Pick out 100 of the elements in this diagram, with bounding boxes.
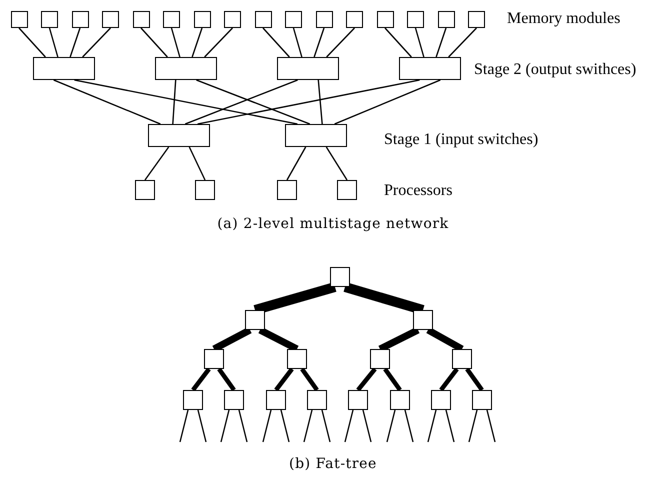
switch-box	[390, 390, 410, 410]
switch-box	[348, 390, 368, 410]
memory-module-box	[224, 11, 241, 28]
link-line	[172, 80, 176, 124]
link-line	[238, 410, 248, 442]
thick-link	[356, 368, 377, 392]
link-line	[196, 79, 310, 125]
link-line	[82, 28, 111, 58]
link-line	[70, 28, 81, 58]
link-line	[334, 79, 441, 125]
switch-box	[452, 349, 472, 369]
caption: (b) Fat-tree	[289, 456, 377, 472]
link-line	[468, 410, 478, 442]
memory-module-box	[163, 11, 180, 28]
link-line	[192, 28, 203, 58]
switch-box	[307, 390, 327, 410]
switch-box	[431, 390, 451, 410]
thick-link	[439, 368, 459, 392]
link-line	[292, 28, 302, 58]
thick-link	[274, 368, 294, 392]
processor-box	[337, 180, 357, 200]
link-line	[448, 28, 477, 58]
link-line	[197, 79, 420, 125]
switch-box	[224, 390, 244, 410]
link-line	[314, 28, 325, 58]
memory-module-box	[102, 11, 119, 28]
memory-module-box	[407, 11, 424, 28]
link-line	[404, 410, 414, 442]
link-line	[303, 410, 313, 442]
link-line	[427, 410, 437, 442]
switch-box	[472, 390, 492, 410]
switch-box	[33, 57, 95, 80]
switch-box	[148, 124, 210, 147]
switch-box	[155, 57, 217, 80]
link-line	[197, 410, 207, 442]
thick-link	[300, 368, 319, 392]
link-line	[140, 28, 168, 58]
switch-box	[285, 124, 347, 147]
link-line	[144, 146, 170, 180]
link-line	[386, 410, 396, 442]
processor-box	[277, 180, 297, 200]
memory-module-box	[285, 11, 302, 28]
label: Stage 1 (input switches)	[384, 131, 538, 149]
memory-module-box	[41, 11, 58, 28]
link-line	[204, 28, 233, 58]
switch-box	[245, 310, 265, 330]
link-line	[486, 410, 496, 442]
link-line	[53, 79, 161, 125]
memory-module-box	[194, 11, 210, 28]
switch-box	[266, 390, 286, 410]
link-line	[220, 410, 230, 442]
link-line	[326, 28, 355, 58]
link-line	[262, 28, 290, 58]
processor-box	[135, 180, 155, 200]
memory-module-box	[376, 11, 394, 28]
thick-link	[465, 368, 484, 392]
label: Processors	[384, 182, 452, 200]
link-line	[188, 146, 206, 180]
link-line	[318, 80, 323, 124]
link-line	[262, 410, 272, 442]
switch-box	[287, 349, 307, 369]
thick-link	[344, 282, 424, 315]
link-line	[170, 28, 180, 58]
link-line	[74, 79, 298, 125]
link-line	[280, 410, 290, 442]
switch-box	[413, 310, 433, 330]
memory-module-box	[438, 11, 454, 28]
thick-link	[383, 368, 402, 392]
memory-module-box	[10, 11, 28, 28]
link-line	[184, 79, 298, 125]
link-line	[384, 28, 412, 58]
caption: (a) 2-level multistage network	[217, 216, 449, 232]
link-line	[18, 28, 46, 58]
switch-box	[330, 267, 350, 287]
switch-box	[183, 390, 203, 410]
link-line	[179, 410, 189, 442]
switch-box	[399, 57, 461, 80]
processor-box	[195, 180, 215, 200]
memory-module-box	[346, 11, 363, 28]
thick-link	[217, 368, 236, 392]
switch-box	[204, 349, 224, 369]
link-line	[362, 410, 372, 442]
link-line	[445, 410, 455, 442]
switch-box	[370, 349, 390, 369]
link-line	[326, 146, 348, 180]
memory-module-box	[72, 11, 88, 28]
memory-module-box	[132, 11, 150, 28]
thick-link	[191, 368, 211, 392]
switch-box	[277, 57, 339, 80]
thick-link	[254, 282, 336, 315]
label: Memory modules	[507, 10, 620, 28]
label: Stage 2 (output swithces)	[474, 61, 636, 79]
link-line	[436, 28, 447, 58]
link-line	[321, 410, 331, 442]
memory-module-box	[316, 11, 332, 28]
memory-module-box	[468, 11, 485, 28]
link-line	[48, 28, 58, 58]
memory-module-box	[254, 11, 272, 28]
link-line	[414, 28, 424, 58]
link-line	[344, 410, 354, 442]
